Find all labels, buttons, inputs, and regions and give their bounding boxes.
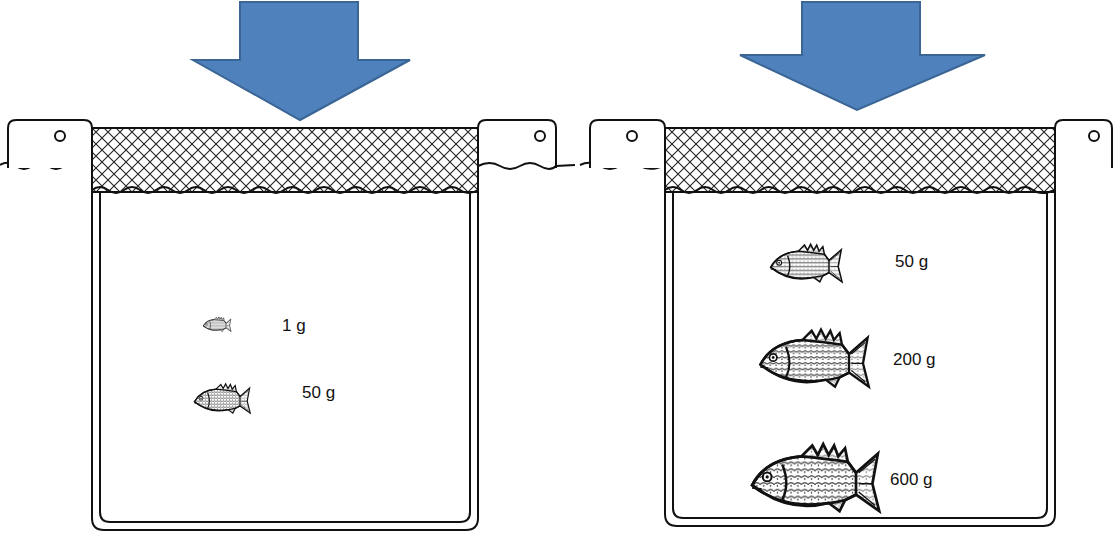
weight-label: 50 g <box>302 383 335 403</box>
weight-label: 600 g <box>890 470 933 490</box>
fish-cage: 1 g 50 g <box>102 197 468 517</box>
fish-cage: 50 g 200 g 600 g <box>675 197 1045 515</box>
weight-label: 50 g <box>895 252 928 272</box>
weight-label: 200 g <box>893 350 936 370</box>
weight-label: 1 g <box>282 316 306 336</box>
